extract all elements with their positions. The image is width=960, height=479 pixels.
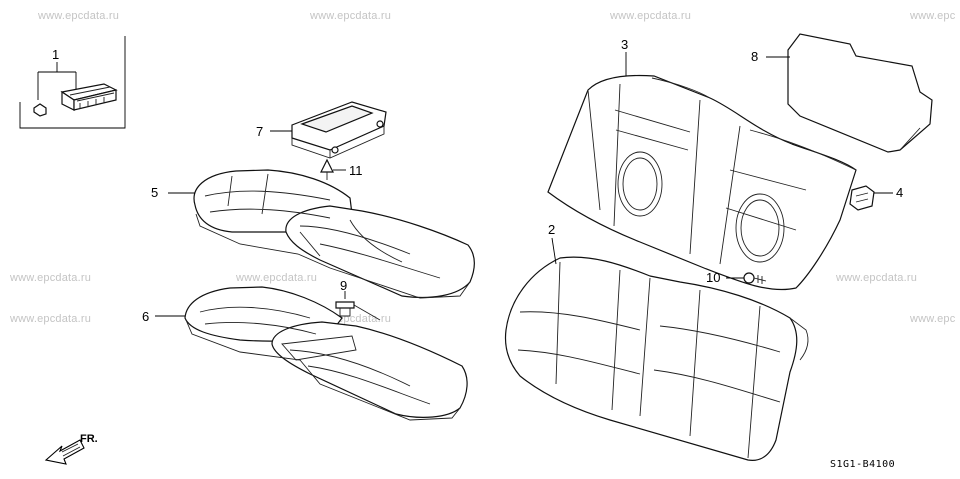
callout-6: 6	[142, 309, 150, 324]
part-3-seat-back	[547, 52, 857, 291]
front-direction-arrow	[44, 439, 85, 465]
watermark: www.epcdata.ru	[10, 313, 92, 325]
part-9-bolt	[335, 291, 381, 321]
watermark: www.epcdata.ru	[236, 272, 318, 284]
part-8-rear-panel	[766, 33, 933, 153]
callout-2: 2	[548, 222, 556, 237]
watermark: www.epcdata.ru	[38, 10, 120, 22]
watermark: www.epcdata.ru	[310, 10, 392, 22]
callout-4: 4	[896, 185, 904, 200]
watermark: www.epcdata.ru	[10, 272, 92, 284]
watermark: www.epcdata.ru	[836, 272, 918, 284]
part-6-seat-pad	[155, 286, 468, 421]
callout-11: 11	[349, 163, 363, 178]
callout-1: 1	[52, 47, 60, 62]
part-7-armrest	[270, 101, 387, 159]
watermark: www.epc	[910, 10, 956, 22]
callout-7: 7	[256, 124, 264, 139]
front-direction-label: FR.	[80, 433, 98, 445]
callout-10: 10	[706, 270, 721, 285]
part-5-seat-cover	[168, 169, 475, 299]
part-10-screw	[726, 272, 767, 284]
part-4-grommet	[849, 185, 893, 211]
callout-3: 3	[621, 37, 629, 52]
part-1-hook-set	[19, 36, 126, 129]
diagram-code: S1G1-B4100	[830, 459, 896, 470]
callout-5: 5	[151, 185, 159, 200]
part-2-seat-back-cover	[504, 237, 809, 461]
watermark: www.epc	[910, 313, 956, 325]
callout-9: 9	[340, 278, 348, 293]
part-11-clip	[320, 158, 346, 180]
callout-8: 8	[751, 49, 759, 64]
watermark: www.epcdata.ru	[610, 10, 692, 22]
